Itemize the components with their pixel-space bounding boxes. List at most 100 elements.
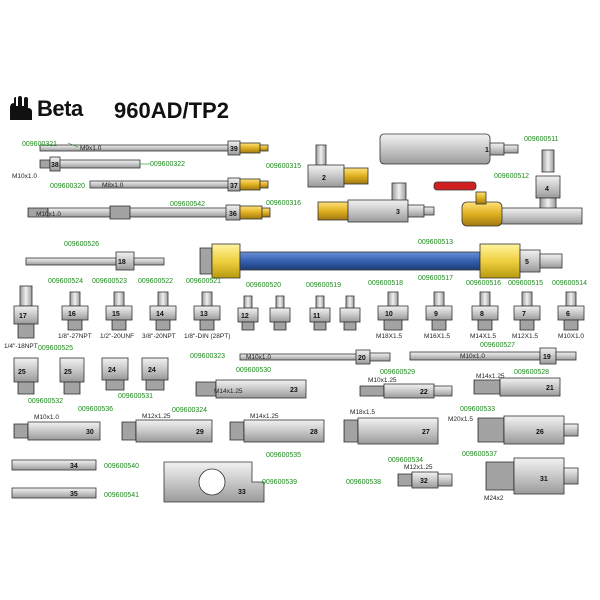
adapter-30: 30 M10x1.0 009600536 [13,406,113,441]
svg-text:30: 30 [86,429,94,436]
svg-text:M10x1.0: M10x1.0 [246,354,271,361]
adapter-19: 19 M10x1.0 009600527 [409,342,577,365]
adapter-32: 32 M12x1.25 009600538 [346,464,453,489]
svg-text:M18X1.5: M18X1.5 [376,333,402,340]
adapter-20: 20 M10x1.0 009600323 [190,349,391,365]
svg-text:009600320: 009600320 [50,183,85,190]
svg-text:17: 17 [19,313,27,320]
svg-text:2: 2 [322,175,326,182]
svg-text:M10x1.0: M10x1.0 [36,211,61,218]
svg-text:31: 31 [540,476,548,483]
svg-text:21: 21 [546,385,554,392]
svg-text:009600529: 009600529 [380,369,415,376]
svg-text:009600539: 009600539 [262,479,297,486]
hose-5: 5 009600513 [199,239,563,279]
svg-text:009600540: 009600540 [104,463,139,470]
svg-text:009600322: 009600322 [150,161,185,168]
svg-text:1/8"-27NPT: 1/8"-27NPT [58,333,92,340]
fitting-16: 16 1/8"-27NPT 009600524 [48,278,92,340]
fitting-9: 9 M16X1.5 009600517 [418,275,453,340]
svg-text:009600515: 009600515 [508,280,543,287]
svg-text:009600527: 009600527 [480,342,515,349]
svg-text:39: 39 [230,146,238,153]
adapter-29: 29 M12x1.25 009600324 [121,407,213,443]
svg-text:009600511: 009600511 [524,136,559,143]
svg-text:1/8"-DIN (28PT): 1/8"-DIN (28PT) [184,333,230,340]
fitting-8: 8 M14X1.5 009600516 [466,280,501,340]
fitting-13: 13 1/8"-DIN (28PT) 009600521 [184,278,230,340]
svg-text:009600538: 009600538 [346,479,381,486]
svg-text:16: 16 [68,311,76,318]
svg-text:32: 32 [420,478,428,485]
svg-text:34: 34 [70,463,78,470]
adapter-1: 1 009600511 [379,133,559,165]
svg-text:25: 25 [64,369,72,376]
svg-text:11: 11 [313,313,321,320]
adapter-38: 38 M10x1.0 009600322 [12,156,185,180]
svg-text:19: 19 [543,354,551,361]
svg-text:M10x1.0: M10x1.0 [34,414,59,421]
svg-text:009600517: 009600517 [418,275,453,282]
svg-text:009600530: 009600530 [236,367,271,374]
svg-text:29: 29 [196,429,204,436]
svg-text:8: 8 [480,311,484,318]
svg-text:009600512: 009600512 [494,173,529,180]
svg-text:009600323: 009600323 [190,353,225,360]
svg-text:009600513: 009600513 [418,239,453,246]
svg-text:009600324: 009600324 [172,407,207,414]
svg-text:009600516: 009600516 [466,280,501,287]
svg-text:009600519: 009600519 [306,282,341,289]
svg-text:009600535: 009600535 [266,452,301,459]
svg-text:009600316: 009600316 [266,200,301,207]
brand-logo: Beta [8,96,83,122]
valve-4: 4 009600512 [433,149,583,227]
svg-text:M9x1.0: M9x1.0 [80,145,102,152]
adapter-34: 34 009600540 [11,459,139,471]
svg-text:009600520: 009600520 [246,282,281,289]
svg-text:1/2"-20UNF: 1/2"-20UNF [100,333,134,340]
svg-text:10: 10 [385,311,393,318]
svg-text:M12X1.5: M12X1.5 [512,333,538,340]
svg-text:M12x1.25: M12x1.25 [404,464,433,471]
adapter-36: 36 M10x1.0 009600542 [27,201,271,221]
svg-text:M18x1.5: M18x1.5 [350,409,375,416]
svg-text:26: 26 [536,429,544,436]
adapter-26: 26 M20x1.5 009600533 [448,406,579,445]
svg-text:009600536: 009600536 [78,406,113,413]
svg-text:7: 7 [522,311,526,318]
adapter-22: 22 M10x1.25 009600529 [359,369,453,399]
svg-text:27: 27 [422,429,430,436]
svg-text:009600526: 009600526 [64,241,99,248]
svg-text:24: 24 [108,367,116,374]
svg-text:14: 14 [156,311,164,318]
adapter-18: 18 009600526 [25,241,165,271]
svg-text:13: 13 [200,311,208,318]
svg-text:1/4"-18NPT: 1/4"-18NPT [4,343,38,350]
adapter-31: 31 M24x2 009600537 [462,451,579,502]
svg-text:009600528: 009600528 [514,369,549,376]
svg-text:M16X1.5: M16X1.5 [424,333,450,340]
fitting-6: 6 M10X1.0 009600514 [552,280,587,340]
adapter-3: 3 009600316 [266,182,435,223]
svg-text:M20x1.5: M20x1.5 [448,416,473,423]
fitting-11: 11 009600519 [306,282,361,331]
svg-text:M14X1.5: M14X1.5 [470,333,496,340]
svg-text:33: 33 [238,489,246,496]
beta-hand-icon [10,96,32,120]
brand-name: Beta [37,96,83,121]
fitting-25: 25 25 009600532 [13,357,85,405]
adapter-37: 37 M8x1.0 009600320 [50,177,269,192]
svg-text:1: 1 [485,147,489,154]
svg-text:38: 38 [51,162,59,169]
svg-text:009600315: 009600315 [266,163,301,170]
svg-text:20: 20 [358,355,366,362]
svg-text:36: 36 [229,211,237,218]
adapter-21: 21 M14x1.25 009600528 [473,369,561,397]
svg-text:M10x1.25: M10x1.25 [368,377,397,384]
svg-text:M12x1.25: M12x1.25 [142,413,171,420]
svg-text:009600541: 009600541 [104,492,139,499]
svg-text:M10X1.0: M10X1.0 [558,333,584,340]
adapter-2: 2 009600315 [266,144,369,188]
svg-text:009600514: 009600514 [552,280,587,287]
